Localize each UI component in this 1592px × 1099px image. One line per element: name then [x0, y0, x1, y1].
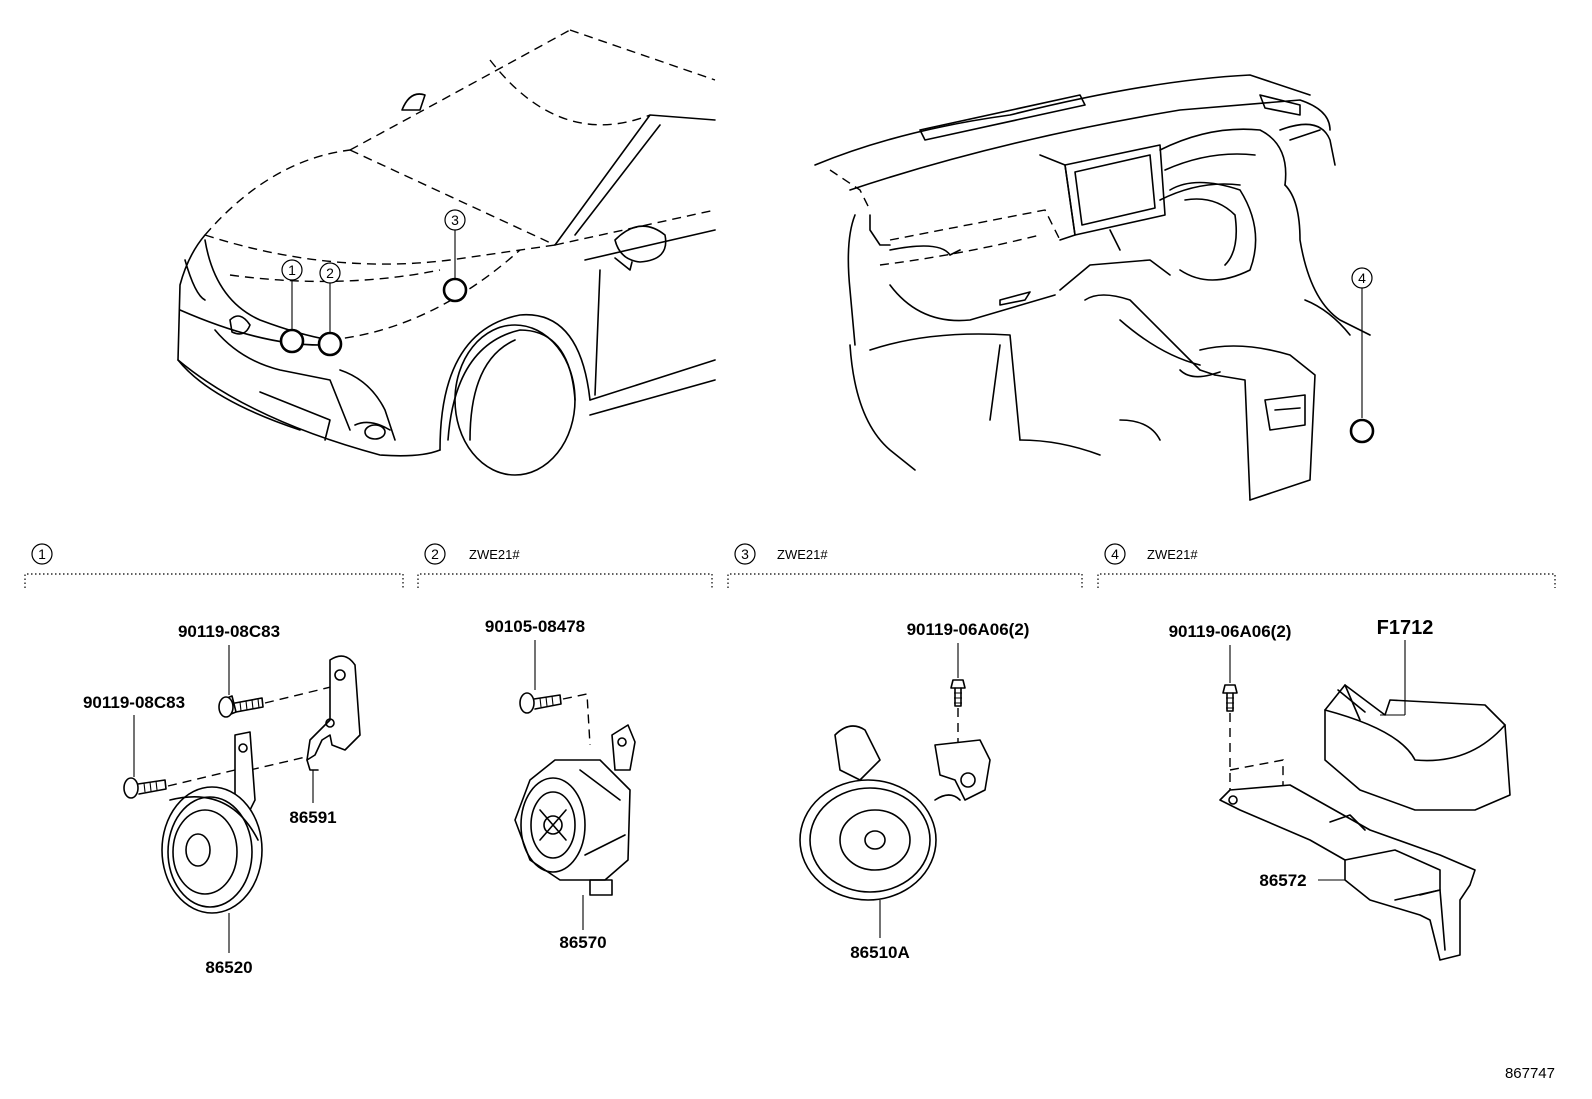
- section-headers: 1 2 ZWE21# 3 ZWE21# 4 ZWE21#: [24, 543, 1556, 588]
- section-3-parts: 90119-06A06(2) 86510A: [799, 620, 1030, 962]
- callout-1-label: 1: [288, 262, 296, 278]
- dashboard-callout: 4: [1349, 267, 1375, 444]
- bolt-icon: [519, 692, 562, 714]
- location-marker-2: [317, 331, 343, 357]
- section-4-parts: F1712 90119-06A06(2) 86572: [1169, 617, 1511, 961]
- section-2-code: ZWE21#: [469, 547, 520, 562]
- bolt-icon: [123, 777, 167, 799]
- callout-circle-1: [281, 259, 303, 281]
- location-marker-3: [442, 277, 468, 303]
- part-number-s1-bracket: 86591: [289, 808, 336, 827]
- car-callouts: 1 2 3: [279, 209, 468, 357]
- part-number-s1-bolt-upper: 90119-08C83: [178, 622, 280, 641]
- part-number-s2-horn: 86570: [559, 933, 606, 952]
- screw-icon: [1222, 684, 1238, 712]
- screw-icon: [950, 679, 966, 707]
- part-number-s3-horn: 86510A: [850, 943, 910, 962]
- callout-circle-4: [1351, 267, 1373, 289]
- section-2-number: 2: [431, 546, 439, 562]
- part-number-s2-bolt: 90105-08478: [485, 617, 585, 636]
- section-3-number: 3: [741, 546, 749, 562]
- section-4-circle: [1104, 543, 1126, 565]
- section-1-number: 1: [38, 546, 46, 562]
- illustration-id: 867747: [1505, 1065, 1555, 1082]
- part-number-s4-cover: F1712: [1377, 617, 1434, 639]
- section-2-parts: 90105-08478 86570: [485, 617, 636, 952]
- section-3-circle: [734, 543, 756, 565]
- bolt-icon: [218, 695, 264, 718]
- callout-2-label: 2: [326, 265, 334, 281]
- location-marker-1: [279, 328, 305, 354]
- part-number-s4-screw: 90119-06A06(2): [1169, 622, 1292, 641]
- section-1-circle: [31, 543, 53, 565]
- location-marker-4: [1349, 418, 1375, 444]
- car-front-illustration: [177, 29, 716, 476]
- dashboard-illustration: [814, 74, 1371, 501]
- section-4-code: ZWE21#: [1147, 547, 1198, 562]
- part-number-s4-bracket: 86572: [1259, 871, 1306, 890]
- callout-circle-2: [319, 262, 341, 284]
- callout-4-label: 4: [1358, 270, 1366, 286]
- section-2-circle: [424, 543, 446, 565]
- section-1-parts: 90119-08C83 90119-08C83 86591 86520: [83, 622, 361, 977]
- part-number-s3-screw: 90119-06A06(2): [907, 620, 1030, 639]
- callout-circle-3: [444, 209, 466, 231]
- part-number-s1-horn: 86520: [205, 958, 252, 977]
- section-4-number: 4: [1111, 546, 1119, 562]
- section-3-code: ZWE21#: [777, 547, 828, 562]
- callout-3-label: 3: [451, 212, 459, 228]
- part-number-s1-bolt-lower: 90119-08C83: [83, 693, 185, 712]
